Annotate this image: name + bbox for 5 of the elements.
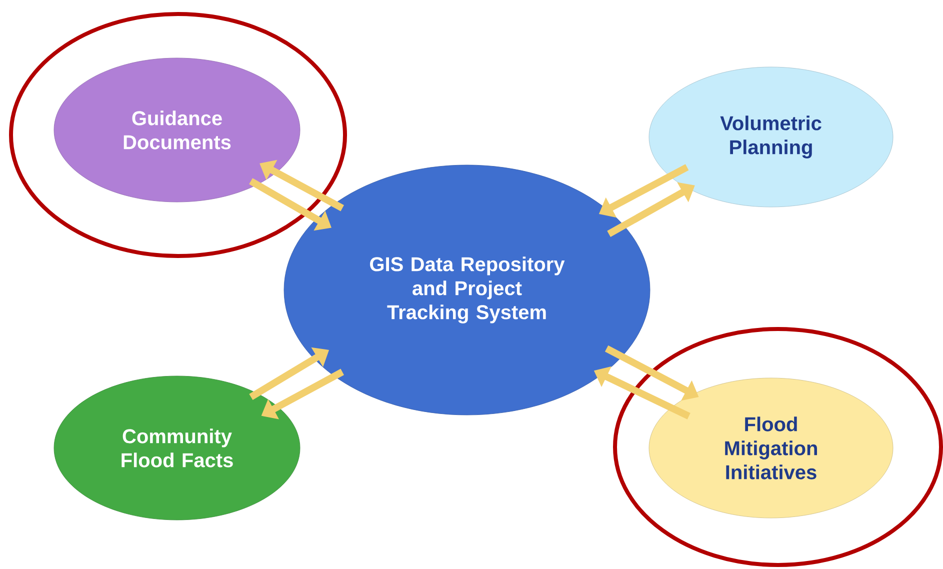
ellipse-node: GIS Data Repository and Project Tracking System — [284, 164, 650, 416]
ellipse-node: Flood Mitigation Initiatives — [648, 378, 894, 518]
ellipse-node: Community Flood Facts — [54, 376, 300, 520]
ellipse-node: Volumetric Planning — [648, 66, 894, 208]
ellipse-node: Guidance Documents — [54, 58, 300, 202]
